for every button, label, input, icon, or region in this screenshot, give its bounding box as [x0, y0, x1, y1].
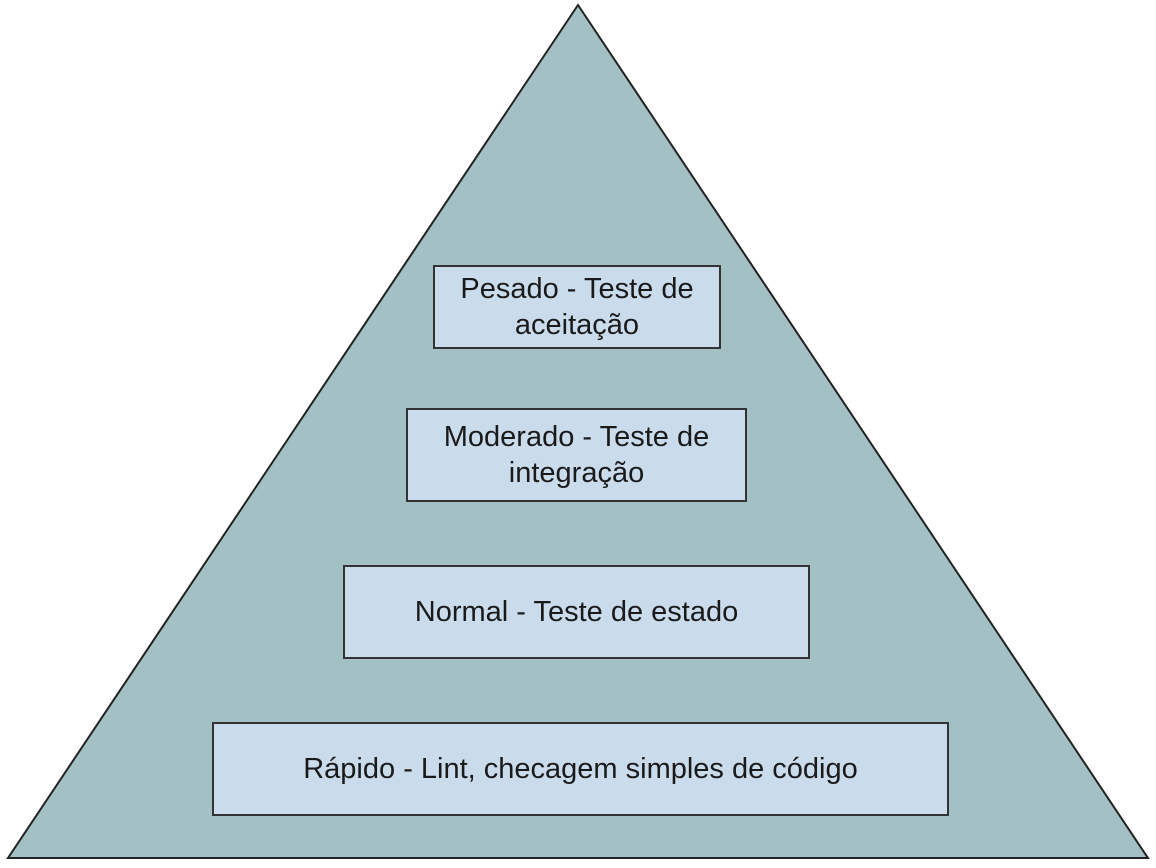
- level-normal-state-test: Normal - Teste de estado: [343, 565, 810, 659]
- level-heavy-acceptance-test: Pesado - Teste de aceitação: [433, 265, 721, 349]
- level-fast-lint: Rápido - Lint, checagem simples de códig…: [212, 722, 949, 816]
- level-label: Pesado - Teste de: [460, 273, 694, 305]
- level-label: Moderado - Teste de: [443, 421, 710, 453]
- level-moderate-integration-test: Moderado - Teste de integração: [406, 408, 747, 502]
- level-label: integração: [508, 457, 645, 489]
- level-label: Rápido - Lint, checagem simples de códig…: [303, 753, 858, 785]
- level-label: aceitação: [514, 309, 640, 341]
- level-label: Normal - Teste de estado: [414, 596, 739, 628]
